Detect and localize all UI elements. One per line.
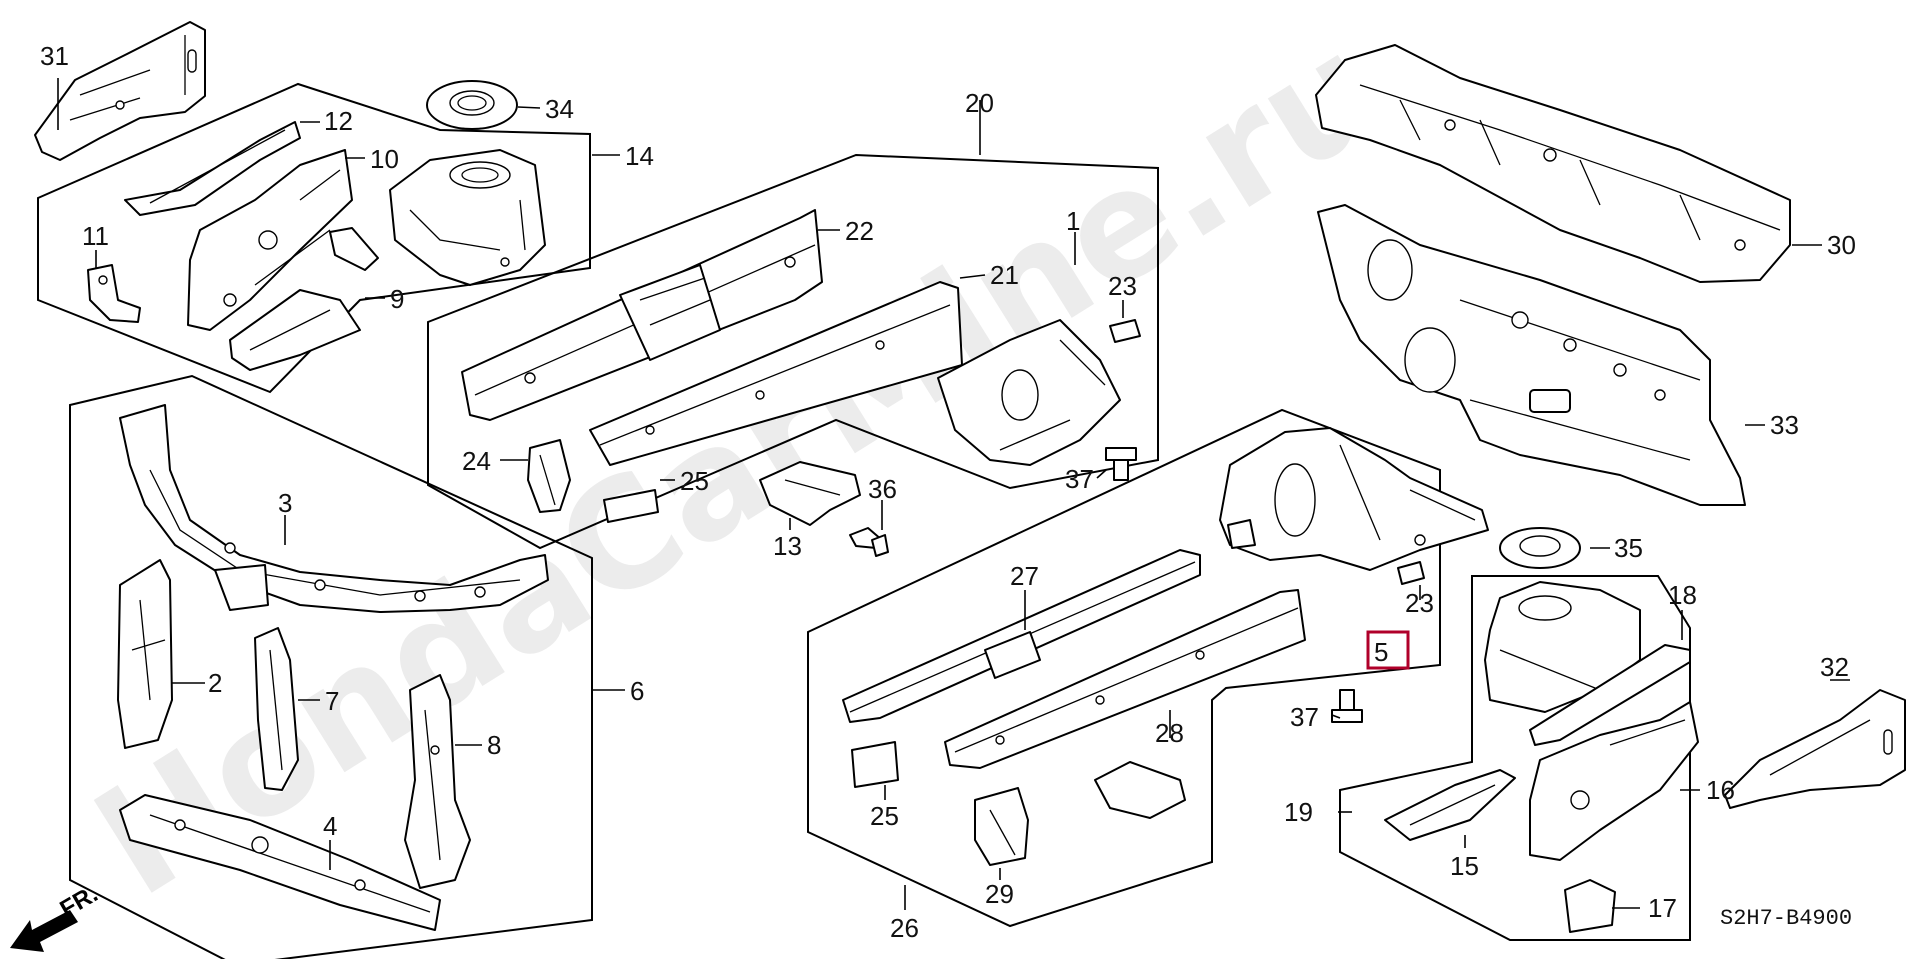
callout-8: 8 — [487, 730, 501, 760]
callout-10: 10 — [370, 144, 399, 174]
callout-12: 12 — [324, 106, 353, 136]
callout-25-upper: 25 — [680, 466, 709, 496]
part-16 — [1529, 701, 1699, 861]
callout-17: 17 — [1648, 893, 1677, 923]
part-32 — [1724, 689, 1906, 809]
callout-14: 14 — [625, 141, 654, 171]
part-2 — [117, 559, 173, 749]
part-4 — [119, 794, 441, 931]
highlight-box-part-5 — [1366, 630, 1410, 670]
part-34 — [426, 80, 518, 130]
part-21 — [589, 281, 963, 466]
part-9 — [229, 227, 379, 371]
callout-34: 34 — [545, 94, 574, 124]
part-25-upper — [603, 489, 659, 523]
callout-6: 6 — [630, 676, 644, 706]
part-22 — [461, 209, 823, 421]
callout-2: 2 — [208, 668, 222, 698]
group-outline-26 — [807, 408, 1441, 928]
part-18 — [1484, 581, 1641, 713]
callout-37-lower: 37 — [1290, 702, 1319, 732]
callout-35: 35 — [1614, 533, 1643, 563]
callout-1: 1 — [1066, 206, 1080, 236]
part-3 — [119, 404, 549, 613]
callout-21: 21 — [990, 260, 1019, 290]
callout-9: 9 — [390, 284, 404, 314]
front-direction-arrow-icon — [10, 910, 78, 952]
callout-18: 18 — [1668, 580, 1697, 610]
part-30 — [1315, 44, 1791, 283]
part-7 — [254, 627, 299, 791]
callout-31: 31 — [40, 41, 69, 71]
part-23-clip-lower — [1397, 561, 1425, 585]
part-29 — [974, 787, 1029, 866]
group-outline-14 — [37, 82, 591, 394]
callout-labels: 31 34 12 10 14 11 9 20 22 21 1 23 24 25 … — [40, 41, 1856, 943]
part-28 — [944, 589, 1306, 769]
callout-29: 29 — [985, 879, 1014, 909]
callout-13: 13 — [773, 531, 802, 561]
callout-3: 3 — [278, 488, 292, 518]
group-outline-6 — [69, 374, 593, 959]
callout-33: 33 — [1770, 410, 1799, 440]
part-15 — [1384, 769, 1516, 841]
leader-lines — [57, 78, 1850, 910]
part-37-bolt-upper — [1105, 447, 1137, 481]
callout-23-upper: 23 — [1108, 271, 1137, 301]
callout-25-lower: 25 — [870, 801, 899, 831]
part-36-bolt — [849, 527, 889, 557]
callout-19: 19 — [1284, 797, 1313, 827]
part-1 — [937, 319, 1121, 466]
part-27 — [842, 549, 1201, 723]
part-11 — [87, 264, 141, 323]
callout-20: 20 — [965, 88, 994, 118]
callout-4: 4 — [323, 811, 337, 841]
part-8 — [404, 674, 471, 889]
strap-18 — [1529, 644, 1691, 746]
callout-32: 32 — [1820, 652, 1849, 682]
callout-22: 22 — [845, 216, 874, 246]
part-13 — [759, 461, 861, 526]
diagram-code: S2H7-B4900 — [1720, 906, 1852, 931]
part-10 — [187, 149, 353, 331]
part-24 — [527, 439, 571, 513]
part-37-bolt-lower — [1331, 689, 1363, 723]
group-outline-19 — [1339, 575, 1691, 941]
part-17 — [1564, 879, 1616, 933]
callout-15: 15 — [1450, 851, 1479, 881]
callout-5: 5 — [1374, 637, 1388, 667]
callout-11: 11 — [82, 221, 109, 251]
callout-37-upper: 37 — [1065, 464, 1094, 494]
callout-30: 30 — [1827, 230, 1856, 260]
part-5 — [1219, 427, 1489, 571]
callout-23-lower: 23 — [1405, 588, 1434, 618]
callout-26: 26 — [890, 913, 919, 943]
part-31 — [34, 21, 206, 161]
part-33 — [1317, 204, 1746, 506]
part-23-clip-upper — [1109, 319, 1141, 343]
part-14 — [389, 149, 546, 286]
group-outline-20 — [427, 153, 1159, 550]
callout-7: 7 — [325, 686, 339, 716]
part-35 — [1499, 527, 1581, 569]
part-25-lower — [851, 741, 899, 788]
callout-27: 27 — [1010, 561, 1039, 591]
callout-36: 36 — [868, 474, 897, 504]
callout-24: 24 — [462, 446, 491, 476]
part-12 — [124, 121, 301, 216]
callout-28: 28 — [1155, 718, 1184, 748]
callout-16: 16 — [1706, 775, 1735, 805]
bracket-unlabelled — [1094, 761, 1186, 819]
